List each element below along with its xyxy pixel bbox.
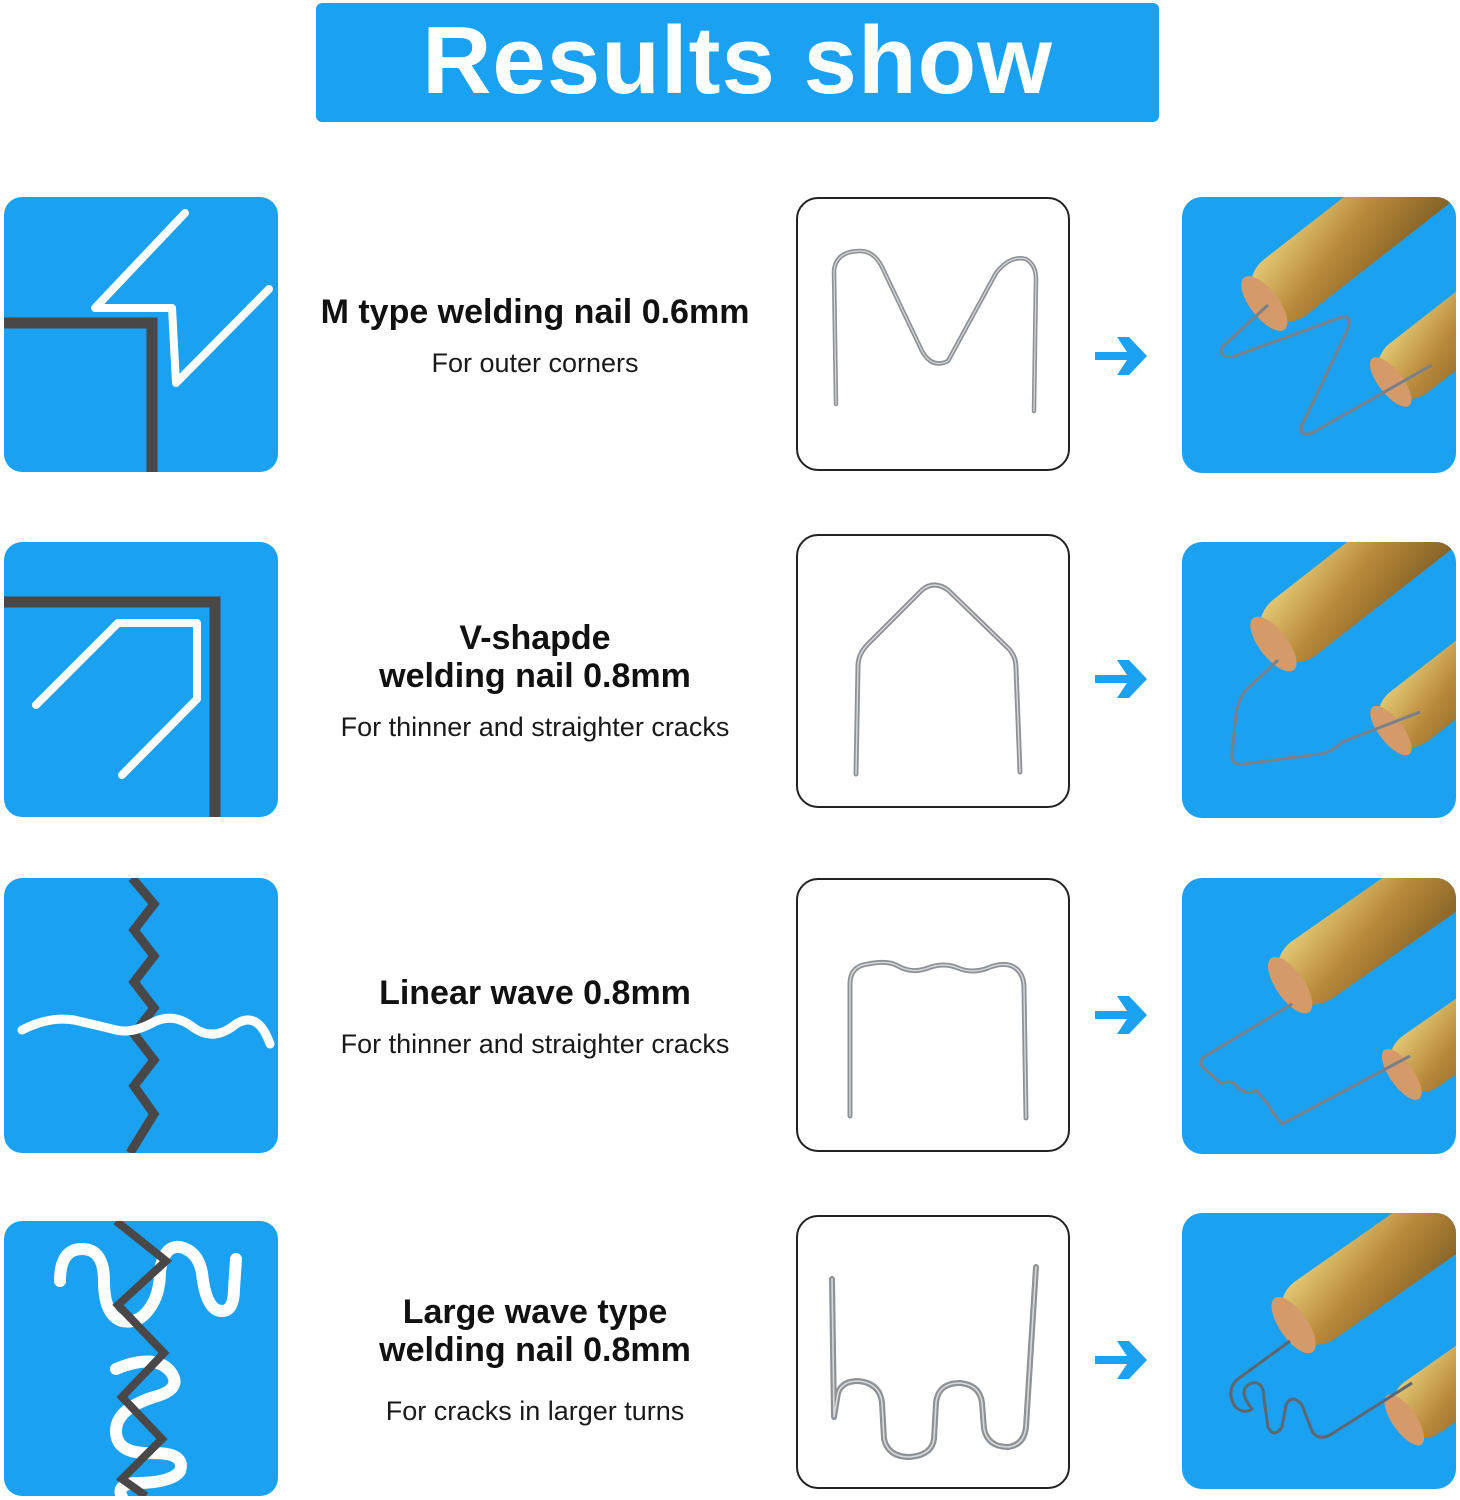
header-banner: Results show: [316, 3, 1159, 122]
arrow-right-icon: [1095, 1341, 1147, 1379]
nail-row-v-shaped: V-shapde welding nail 0.8mm For thinner …: [0, 534, 1460, 820]
page-title: Results show: [422, 6, 1053, 114]
nail-usage: For thinner and straighter cracks: [340, 712, 730, 742]
nail-title-line-1: Large wave type: [402, 1293, 668, 1331]
v-shaped-nail-image: [796, 534, 1070, 808]
nail-row-linear-wave: Linear wave 0.8mm For thinner and straig…: [0, 878, 1460, 1156]
linear-wave-nail-image: [796, 878, 1070, 1152]
large-wave-nail-image: [796, 1215, 1070, 1489]
nail-row-large-wave: Large wave type welding nail 0.8mm For c…: [0, 1213, 1460, 1499]
linear-wave-nail-in-welder-tips-image: [1182, 878, 1456, 1154]
large-wave-crack-icon: [4, 1221, 278, 1496]
large-wave-nail-in-welder-tips-image: [1182, 1213, 1456, 1489]
arrow-right-icon: [1095, 660, 1147, 698]
linear-wave-crack-icon: [4, 878, 278, 1153]
arrow-right-icon: [1095, 996, 1147, 1034]
nail-title: Linear wave 0.8mm: [379, 974, 691, 1012]
nail-title-line-2: welding nail 0.8mm: [379, 657, 691, 695]
outer-corner-crack-icon: [4, 197, 278, 472]
m-type-nail-in-welder-tips-image: [1182, 197, 1456, 473]
m-type-nail-image: [796, 197, 1070, 471]
nail-description: Large wave type welding nail 0.8mm For c…: [290, 1221, 780, 1499]
nail-description: M type welding nail 0.6mm For outer corn…: [290, 197, 780, 475]
arrow-right-icon: [1095, 337, 1147, 375]
nail-title-line-1: V-shapde: [459, 619, 611, 657]
nail-usage: For cracks in larger turns: [385, 1396, 685, 1426]
nail-title-line-2: welding nail 0.8mm: [379, 1331, 691, 1369]
nail-usage: For thinner and straighter cracks: [340, 1029, 730, 1059]
v-shaped-nail-in-welder-tips-image: [1182, 542, 1456, 818]
nail-description: Linear wave 0.8mm For thinner and straig…: [290, 878, 780, 1156]
nail-row-m-type: M type welding nail 0.6mm For outer corn…: [0, 197, 1460, 475]
nail-title: M type welding nail 0.6mm: [320, 293, 750, 331]
inner-corner-crack-icon: [4, 542, 278, 817]
nail-description: V-shapde welding nail 0.8mm For thinner …: [290, 542, 780, 820]
nail-usage: For outer corners: [431, 348, 639, 378]
